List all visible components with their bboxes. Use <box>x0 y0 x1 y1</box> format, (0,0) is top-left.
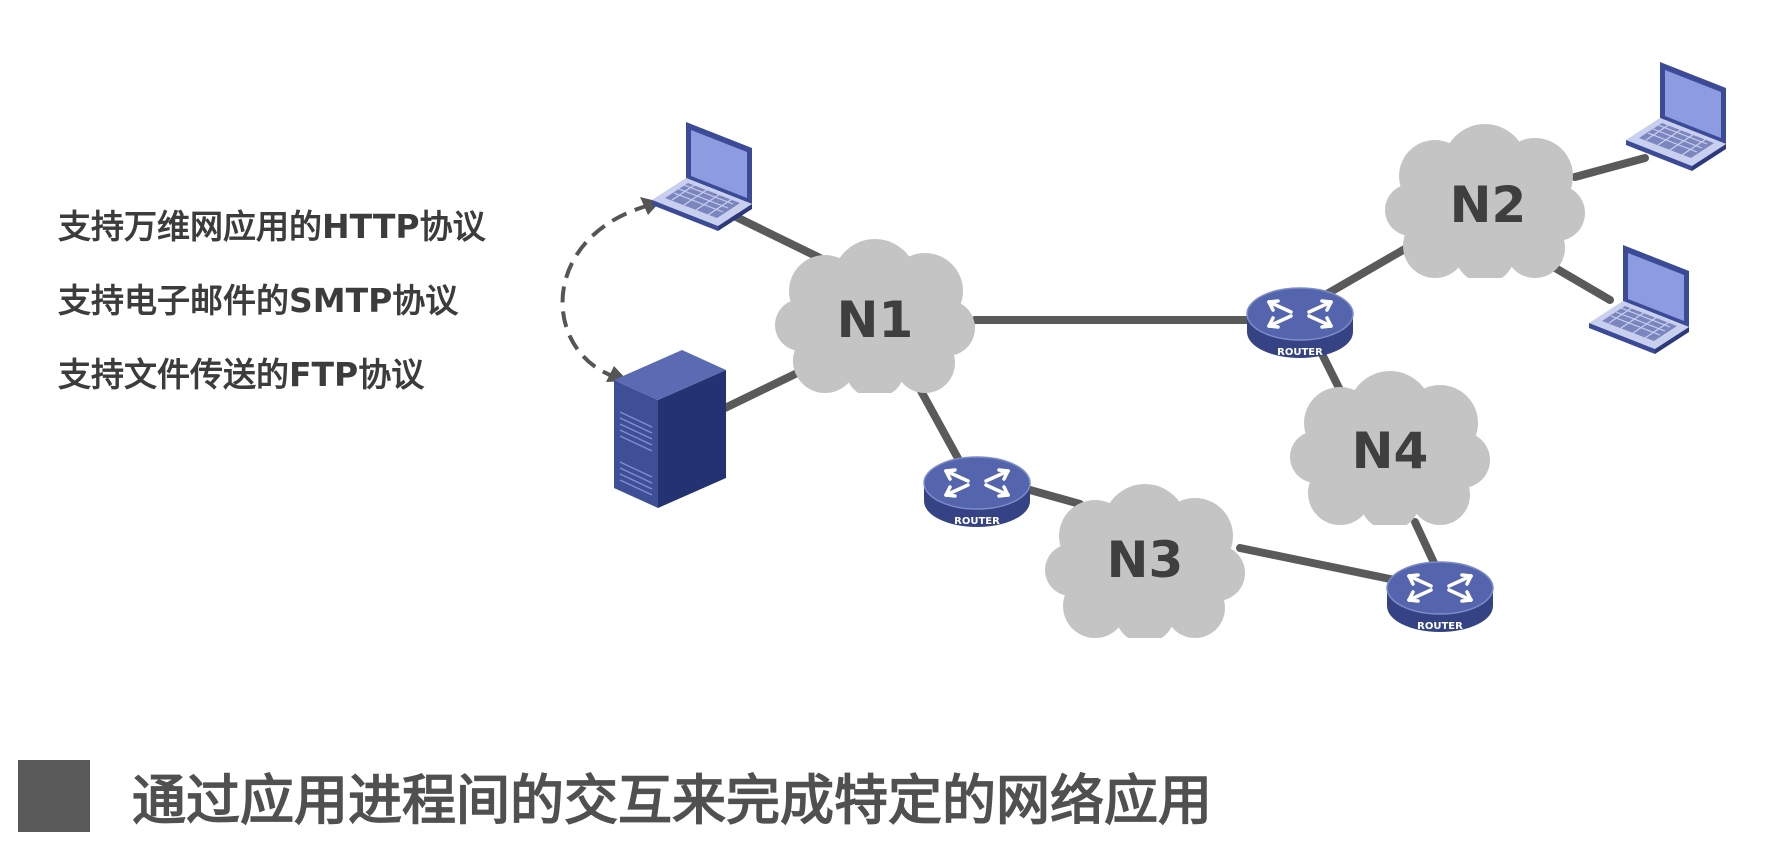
router-label: ROUTER <box>1277 347 1323 358</box>
protocol-http: 支持万维网应用的HTTP协议 <box>58 207 486 246</box>
link-router-a-n2 <box>1316 242 1414 302</box>
caption: 通过应用进程间的交互来完成特定的网络应用 <box>18 756 1212 835</box>
protocol-ftp: 支持文件传送的FTP协议 <box>58 355 425 394</box>
dashed-arrow <box>560 197 660 382</box>
laptop-icon <box>1625 61 1727 172</box>
router-label: ROUTER <box>1417 621 1463 632</box>
router-label: ROUTER <box>954 516 1000 527</box>
network-label-n2: N2 <box>1450 176 1527 234</box>
network-label-n4: N4 <box>1352 422 1429 480</box>
caption-square-icon <box>18 759 90 832</box>
protocol-list: 支持万维网应用的HTTP协议 支持电子邮件的SMTP协议 支持文件传送的FTP协… <box>58 205 486 427</box>
network-label-n3: N3 <box>1107 531 1184 589</box>
server-icon <box>613 349 727 509</box>
link-router-a-n4 <box>1316 346 1344 394</box>
router-icon: ROUTER <box>922 455 1032 529</box>
laptop-icon <box>651 121 753 232</box>
protocol-smtp: 支持电子邮件的SMTP协议 <box>58 281 459 320</box>
link-n2-laptop2 <box>1571 154 1649 181</box>
link-n4-router-c <box>1411 518 1439 569</box>
caption-text: 通过应用进程间的交互来完成特定的网络应用 <box>132 769 1212 832</box>
router-icon: ROUTER <box>1245 286 1355 360</box>
network-label-n1: N1 <box>837 291 914 349</box>
link-router-b-n3 <box>1026 486 1084 508</box>
link-n3-router-c <box>1236 544 1399 584</box>
router-icon: ROUTER <box>1385 560 1495 634</box>
network-links <box>721 154 1649 584</box>
link-laptop1-n1 <box>726 210 824 262</box>
link-n1-router-b <box>911 376 964 466</box>
